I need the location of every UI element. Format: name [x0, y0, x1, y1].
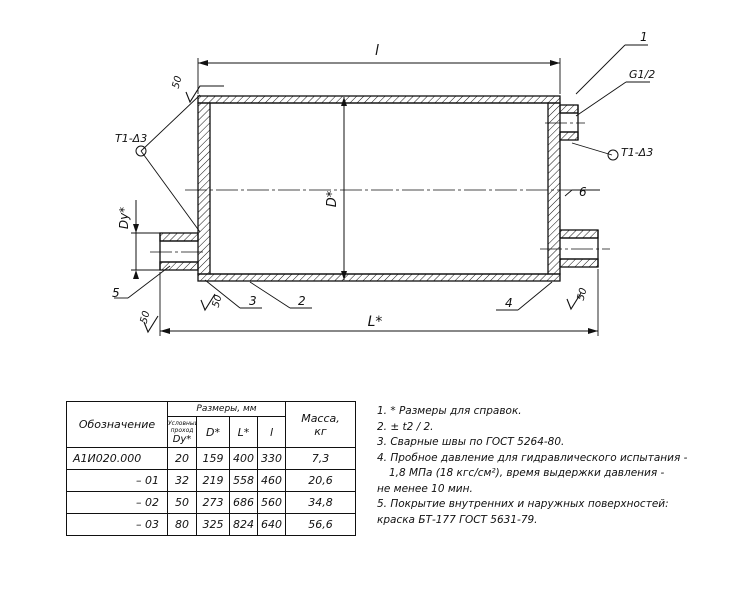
- note-line: 5. Покрытие внутренних и наружных поверх…: [377, 498, 669, 510]
- cell-D: 159: [196, 447, 230, 470]
- cell-L: 400: [229, 447, 258, 470]
- label-len-total: L*: [368, 314, 383, 330]
- cell-mass: 34,8: [285, 491, 356, 514]
- cell-l: 560: [257, 491, 286, 514]
- label-weld-left: T1-Δ3: [115, 132, 147, 145]
- cell-l: 330: [257, 447, 286, 470]
- cell-mass: 7,3: [285, 447, 356, 470]
- header-dy: Условный проход Dу*: [167, 416, 197, 448]
- roughness-mark-bottom-right: [566, 292, 582, 311]
- note-line: краска БТ-177 ГОСТ 5631-79.: [377, 513, 538, 526]
- note-line: не менее 10 мин.: [377, 482, 473, 495]
- label-diameter: D*: [325, 190, 340, 207]
- technical-notes: 1. * Размеры для справок. 2. ± t2 / 2. 3…: [377, 404, 747, 528]
- cell-dy: 50: [167, 491, 197, 514]
- cell-l: 640: [257, 513, 286, 536]
- label-roughness-bottom-right: 50: [576, 287, 590, 302]
- cell-designation: – 02: [66, 491, 168, 514]
- cell-designation: – 03: [66, 513, 168, 536]
- label-roughness-top-left: 50: [171, 75, 185, 90]
- label-position-2: 2: [298, 294, 306, 308]
- label-position-1: 1: [640, 30, 648, 44]
- cell-D: 273: [196, 491, 230, 514]
- label-position-4: 4: [505, 296, 513, 310]
- label-len-inner: l: [375, 43, 379, 59]
- label-position-6: 6: [579, 185, 587, 199]
- note-line: 3. Сварные швы по ГОСТ 5264-80.: [377, 436, 565, 448]
- label-roughness-bottom-left: 50: [139, 310, 153, 325]
- left-end-plate: [197, 102, 211, 275]
- note-line: 1. * Размеры для справок.: [377, 405, 522, 417]
- header-dy-caption: Условный проход: [168, 419, 197, 434]
- cell-mass: 20,6: [285, 469, 356, 492]
- note-line: 1,8 МПа (18 кгс/см²), время выдержки дав…: [389, 467, 665, 479]
- vessel-drawing: l L* D* Dy* G1/2 T1-Δ3 T1-Δ3 50 50 50 50…: [112, 30, 655, 336]
- right-end-plate: [547, 102, 561, 275]
- cell-designation: – 01: [66, 469, 168, 492]
- dimension-table: Обозначение Размеры, мм Масса, кг Условн…: [66, 401, 356, 536]
- table-row: – 02 50 273 686 560 34,8: [66, 491, 356, 514]
- label-thread: G1/2: [629, 68, 655, 81]
- header-mass: Масса, кг: [285, 401, 356, 448]
- note-line: 2. ± t2 / 2.: [377, 420, 434, 433]
- header-mass-line2: кг: [314, 424, 327, 438]
- roughness-mark-bottom-center: [200, 293, 216, 312]
- shell-top-wall: [197, 95, 561, 104]
- header-L: L*: [229, 416, 258, 448]
- label-position-5: 5: [112, 286, 120, 300]
- cell-l: 460: [257, 469, 286, 492]
- header-mass-line1: Масса,: [301, 411, 340, 425]
- label-nozzle-diameter: Dy*: [117, 207, 131, 229]
- roughness-mark-bottom-left: [143, 315, 159, 334]
- right-nozzle: [559, 229, 599, 268]
- cell-designation: А1И020.000: [66, 447, 168, 470]
- label-roughness-bottom-center: 50: [211, 294, 225, 309]
- cell-L: 824: [229, 513, 258, 536]
- weld-circle-left: [135, 145, 147, 157]
- table-row: А1И020.000 20 159 400 330 7,3: [66, 447, 356, 470]
- cell-L: 558: [229, 469, 258, 492]
- header-D: D*: [196, 416, 230, 448]
- threaded-coupling: [559, 104, 579, 141]
- cell-D: 219: [196, 469, 230, 492]
- header-dy-symbol: Dу*: [172, 433, 192, 445]
- roughness-mark-top-left: [185, 85, 224, 104]
- header-l: l: [257, 416, 286, 448]
- cell-dy: 20: [167, 447, 197, 470]
- cell-D: 325: [196, 513, 230, 536]
- label-weld-right: T1-Δ3: [621, 146, 653, 159]
- table-row: – 03 80 325 824 640 56,6: [66, 513, 356, 536]
- shell-bottom-wall: [197, 273, 561, 282]
- cell-dy: 80: [167, 513, 197, 536]
- left-nozzle: [159, 232, 199, 271]
- weld-circle-right: [607, 149, 619, 161]
- header-designation: Обозначение: [66, 401, 168, 448]
- header-sizes: Размеры, мм: [167, 401, 286, 417]
- cell-dy: 32: [167, 469, 197, 492]
- cell-mass: 56,6: [285, 513, 356, 536]
- cell-L: 686: [229, 491, 258, 514]
- label-position-3: 3: [249, 294, 257, 308]
- table-row: – 01 32 219 558 460 20,6: [66, 469, 356, 492]
- note-line: 4. Пробное давление для гидравлического …: [377, 451, 688, 464]
